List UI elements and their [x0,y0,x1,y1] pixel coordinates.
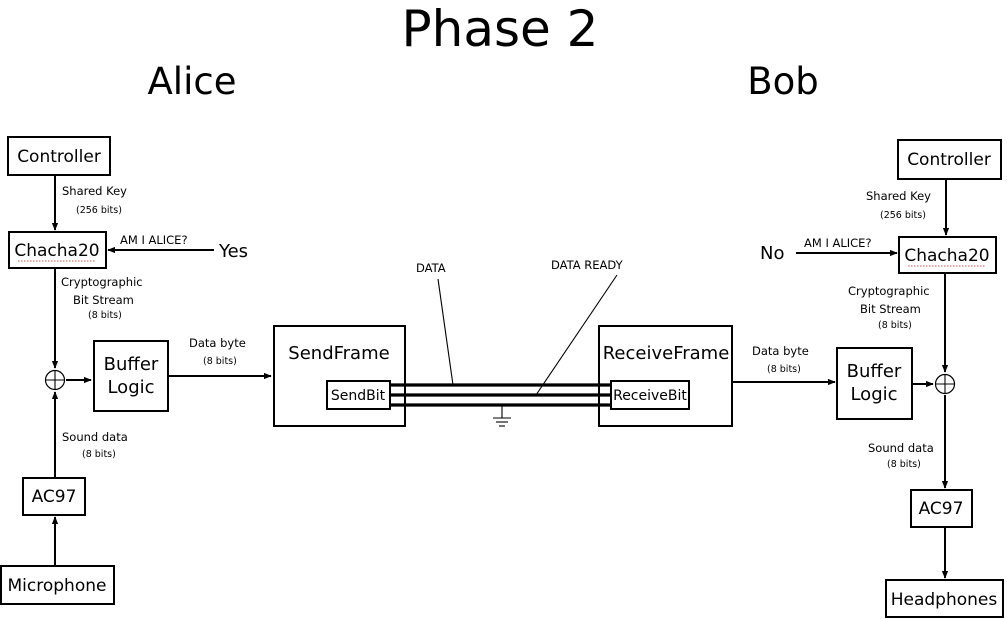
bob-controller-label: Controller [907,150,991,170]
bob-chacha20-box: Chacha20 [898,236,997,274]
bob-crypto-label-1: Cryptographic [848,284,930,298]
bob-buffer-label-1: Buffer [847,361,902,382]
ground-symbol-icon [493,405,511,427]
bob-shared-key-bits: (256 bits) [880,210,926,221]
alice-sound-data-label: Sound data [62,430,128,444]
bob-buffer-logic-box: Buffer Logic [836,347,913,420]
data-label: DATA [416,261,446,275]
bob-chacha20-label: Chacha20 [904,246,989,266]
alice-buffer-logic-box: Buffer Logic [93,340,169,412]
bob-am-i-alice-label: AM I ALICE? [804,236,872,250]
alice-controller-box: Controller [7,136,111,176]
data-ready-callout-line [535,274,618,396]
receivebit-label: ReceiveBit [613,388,687,404]
alice-buffer-label-1: Buffer [104,354,159,375]
alice-sound-data-bits: (8 bits) [82,449,116,460]
alice-crypto-label-1: Cryptographic [61,275,143,289]
bob-data-byte-label: Data byte [752,344,809,358]
data-callout-line [437,278,454,386]
alice-crypto-label-2: Bit Stream [73,293,134,307]
bob-answer: No [760,243,784,264]
page-title: Phase 2 [402,0,599,58]
receiveframe-box: ReceiveFrame [598,325,733,427]
alice-controller-label: Controller [17,147,101,167]
bob-headphones-label: Headphones [891,590,998,610]
sendbit-label: SendBit [331,388,386,404]
alice-ac97-label: AC97 [32,487,77,507]
bob-shared-key-label: Shared Key [866,189,931,203]
bob-sound-data-bits: (8 bits) [887,459,921,470]
sendframe-label: SendFrame [288,343,389,364]
alice-data-byte-bits: (8 bits) [203,356,237,367]
bob-data-byte-bits: (8 bits) [767,364,801,375]
alice-heading: Alice [148,60,237,103]
bob-ac97-box: AC97 [910,489,973,528]
bob-sound-data-label: Sound data [868,441,934,455]
alice-data-byte-label: Data byte [189,336,246,350]
alice-shared-key-label: Shared Key [62,184,127,198]
alice-am-i-alice-label: AM I ALICE? [120,233,188,247]
alice-answer: Yes [218,241,248,262]
sendbit-box: SendBit [326,380,391,410]
alice-xor-symbol [44,369,66,391]
bob-heading: Bob [747,60,819,103]
alice-chacha20-label: Chacha20 [14,241,99,261]
alice-microphone-box: Microphone [0,565,115,605]
alice-shared-key-bits: (256 bits) [76,205,122,216]
cable-wires [390,383,611,407]
alice-ac97-box: AC97 [22,477,86,516]
receivebit-box: ReceiveBit [610,380,690,410]
bob-crypto-label-2: Bit Stream [860,302,921,316]
alice-buffer-label-2: Logic [107,377,154,398]
bob-ac97-label: AC97 [919,499,964,519]
bob-controller-box: Controller [897,139,1002,180]
data-ready-label: DATA READY [551,258,624,272]
alice-chacha20-box: Chacha20 [8,231,107,269]
bob-xor-symbol [934,373,956,395]
alice-microphone-label: Microphone [8,576,107,596]
alice-crypto-bits: (8 bits) [88,310,122,321]
bob-headphones-box: Headphones [885,579,1004,618]
bob-crypto-bits: (8 bits) [878,320,912,331]
receiveframe-label: ReceiveFrame [603,343,730,364]
bob-buffer-label-2: Logic [850,384,897,405]
sendframe-box: SendFrame [273,325,406,427]
